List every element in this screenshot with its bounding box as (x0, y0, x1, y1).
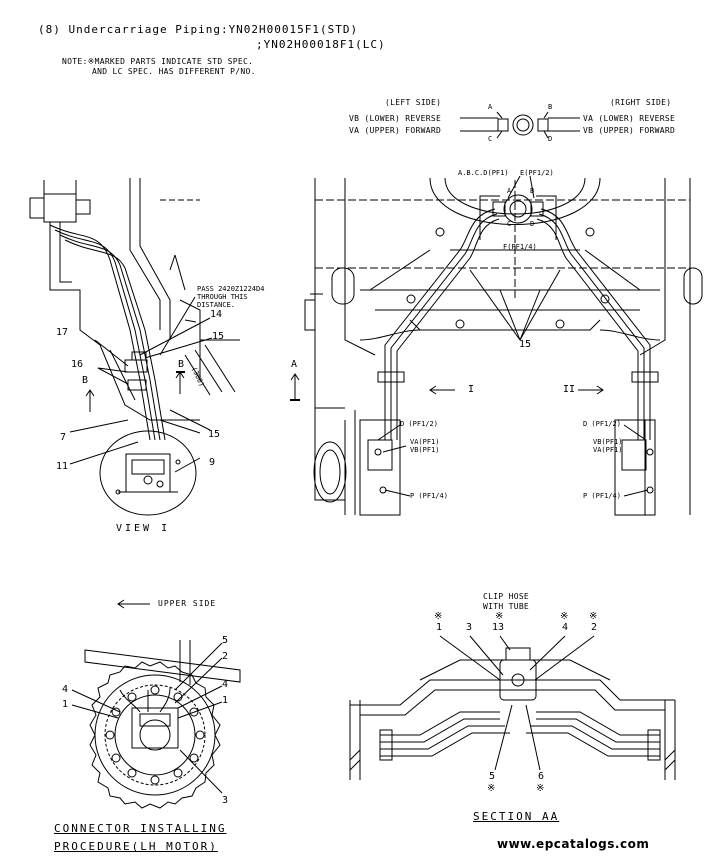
left-port-d: D (PF1/2) (400, 420, 438, 428)
swivel-port-d: D (530, 220, 535, 228)
legend-vb-upper-forward: VB (UPPER) FORWARD (583, 126, 676, 135)
legend-swivel-symbol (460, 112, 580, 138)
sec-star-2: ※ (589, 611, 598, 622)
sec-callout-2: 2 (591, 622, 598, 633)
right-port-d: D (PF1/2) (583, 420, 621, 428)
legend-port-b: B (548, 103, 553, 111)
conn-callout-1-left: 1 (62, 699, 69, 710)
sec-callout-5: 5 (489, 771, 496, 782)
conn-callout-4-right: 4 (222, 679, 229, 690)
conn-callout-3: 3 (222, 795, 229, 806)
drawing-title-lc: ;YN02H00018F1(LC) (256, 38, 386, 51)
section-aa-drawing (350, 636, 675, 780)
left-port-vb: VB(PF1) (410, 446, 440, 454)
sec-callout-6: 6 (538, 771, 545, 782)
section-mark-b-left: B (82, 375, 89, 386)
swivel-port-a: A (507, 187, 512, 195)
port-f-label: F(PF1/4) (503, 243, 537, 251)
connector-drawing (72, 600, 240, 808)
pass-note-1: PASS 2420Z1224D4 (197, 285, 265, 293)
view-i-drawing (30, 178, 240, 515)
sec-callout-1: 1 (436, 622, 443, 633)
drawing-title: (8) Undercarriage Piping:YN02H00015F1(ST… (38, 23, 359, 36)
direction-ii: II (563, 384, 576, 395)
conn-callout-1-right: 1 (222, 695, 229, 706)
callout-15-upper: 15 (212, 331, 225, 342)
legend-port-c: C (488, 135, 493, 143)
callout-7: 7 (60, 432, 67, 443)
callout-16: 16 (71, 359, 84, 370)
clip-hose-label-2: WITH TUBE (483, 602, 530, 611)
pass-note-2: THROUGH THIS (197, 293, 248, 301)
conn-callout-4-left: 4 (62, 684, 69, 695)
left-port-va: VA(PF1) (410, 438, 440, 446)
note-line-1: NOTE:※MARKED PARTS INDICATE STD SPEC. (62, 57, 254, 66)
legend-right-side: (RIGHT SIDE) (610, 98, 672, 107)
swivel-port-b: B (530, 187, 535, 195)
right-port-p: P (PF1/4) (583, 492, 621, 500)
right-port-vb: VB(PF1) (593, 438, 623, 446)
legend-va-lower-reverse: VA (LOWER) REVERSE (583, 114, 676, 123)
view-i-title: VIEW I (116, 523, 171, 534)
sec-star-4: ※ (560, 611, 569, 622)
sec-callout-4: 4 (562, 622, 569, 633)
callout-9: 9 (209, 457, 216, 468)
sec-callout-13: 13 (492, 622, 505, 633)
sec-star-6: ※ (536, 783, 545, 794)
sec-star-1: ※ (434, 611, 443, 622)
callout-11: 11 (56, 461, 69, 472)
right-port-va: VA(PF1) (593, 446, 623, 454)
conn-callout-5: 5 (222, 635, 229, 646)
swivel-port-c: C (507, 220, 512, 228)
conn-callout-2: 2 (222, 651, 229, 662)
pass-note-3: DISTANCE. (197, 301, 235, 309)
section-mark-b-right: B (178, 359, 185, 370)
legend-port-a: A (488, 103, 493, 111)
clip-hose-label-1: CLIP HOSE (483, 592, 530, 601)
watermark-link[interactable]: www.epcatalogs.com (497, 837, 650, 851)
section-aa-title: SECTION AA (473, 810, 560, 823)
legend-left-side: (LEFT SIDE) (385, 98, 442, 107)
sec-callout-3: 3 (466, 622, 473, 633)
sec-star-5: ※ (487, 783, 496, 794)
callout-14: 14 (210, 309, 223, 320)
callout-15-main: 15 (519, 339, 532, 350)
legend-va-upper-forward: VA (UPPER) FORWARD (349, 126, 442, 135)
main-view-drawing (290, 176, 702, 515)
left-port-p: P (PF1/4) (410, 492, 448, 500)
callout-17: 17 (56, 327, 69, 338)
section-mark-a: A (291, 359, 298, 370)
note-line-2: AND LC SPEC. HAS DIFFERENT P/NO. (92, 67, 256, 76)
connector-title-2: PROCEDURE(LH MOTOR) (54, 840, 218, 853)
ports-abcd-label: A.B.C.D(PF1) (458, 169, 509, 177)
legend-vb-lower-reverse: VB (LOWER) REVERSE (349, 114, 442, 123)
sec-star-13: ※ (495, 611, 504, 622)
callout-15-lower: 15 (208, 429, 221, 440)
connector-title-1: CONNECTOR INSTALLING (54, 822, 227, 835)
upper-side-label: UPPER SIDE (158, 599, 217, 608)
port-e-label: E(PF1/2) (520, 169, 554, 177)
direction-i: I (468, 384, 475, 395)
legend-port-d: D (548, 135, 553, 143)
